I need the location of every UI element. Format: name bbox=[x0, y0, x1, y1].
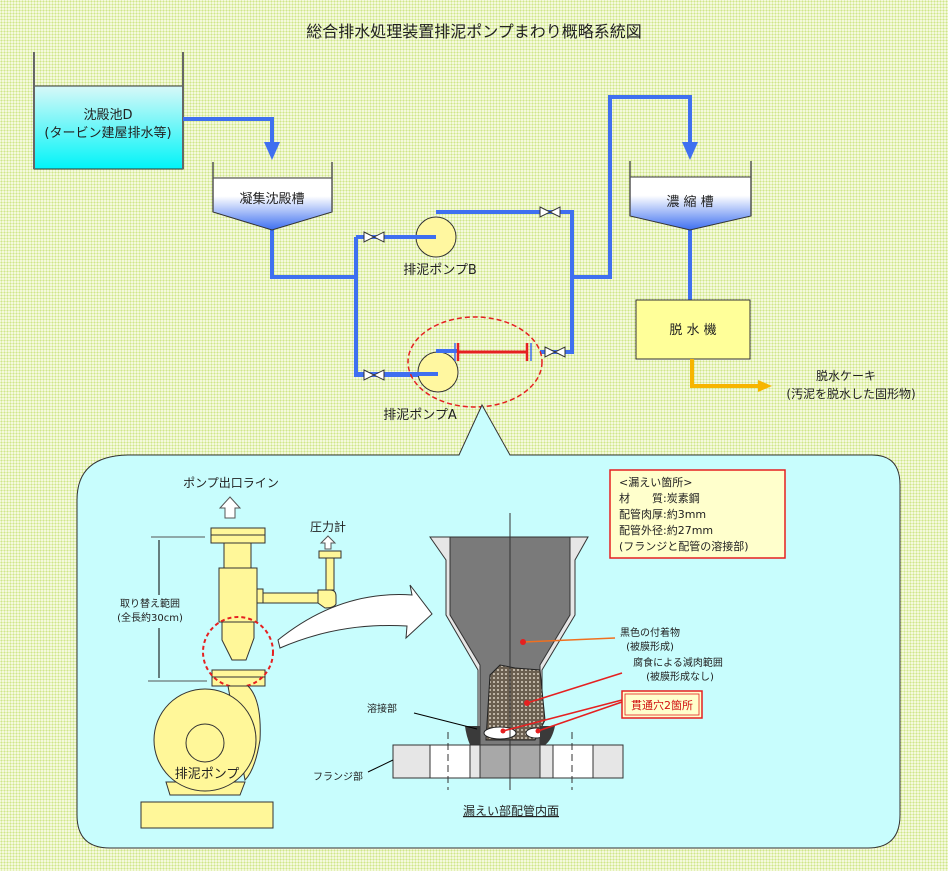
thickening-tank-label: 濃 縮 槽 bbox=[666, 194, 713, 210]
pump-outlet-line-label: ポンプ出口ライン bbox=[183, 476, 279, 490]
pump-body bbox=[140, 685, 274, 829]
leak-note-heading: <漏えい箇所> bbox=[619, 475, 692, 489]
zoom-arrow-icon bbox=[277, 584, 433, 649]
leak-highlight-circle bbox=[407, 316, 543, 408]
pump-body-label: 排泥ポンプ bbox=[175, 767, 240, 782]
weld-label: 溶接部 bbox=[367, 702, 397, 715]
coagulation-tank-label: 凝集沈殿槽 bbox=[239, 191, 304, 207]
dewatering-label: 脱 水 機 bbox=[669, 323, 716, 338]
flange-label: フランジ部 bbox=[313, 770, 363, 783]
cake-line bbox=[690, 359, 760, 388]
valve-icon bbox=[363, 369, 385, 381]
dewatering-machine: 脱 水 機 bbox=[635, 299, 751, 360]
marker-dot bbox=[500, 728, 506, 734]
through-holes-label: 貫通穴2箇所 bbox=[631, 698, 693, 712]
leak-note-thickness: 配管肉厚:約3mm bbox=[619, 507, 706, 521]
flow-arrow-icon bbox=[264, 142, 280, 160]
replace-range-dimension bbox=[148, 536, 207, 682]
pressure-gauge-label: 圧力計 bbox=[310, 519, 346, 534]
pump-b: 排泥ポンプB bbox=[356, 216, 477, 278]
pump-a: 排泥ポンプA bbox=[356, 343, 532, 423]
leak-note-location: (フランジと配管の溶接部) bbox=[619, 539, 749, 553]
weld-leader bbox=[413, 712, 478, 730]
valve-icon bbox=[544, 346, 566, 358]
pond-label: 沈殿池D bbox=[83, 108, 132, 123]
marker-dot bbox=[535, 728, 541, 734]
sedimentation-pond-d: 沈殿池D (タービン建屋排水等) bbox=[33, 52, 184, 170]
marker-dot bbox=[520, 639, 526, 645]
black-deposit-sublabel: (被膜形成) bbox=[626, 640, 674, 653]
thickening-tank: 濃 縮 槽 bbox=[629, 161, 752, 231]
section-caption: 漏えい部配管内面 bbox=[463, 803, 559, 818]
pond-sublabel: (タービン建屋排水等) bbox=[44, 125, 171, 141]
corrosion-sublabel: (被膜形成なし) bbox=[646, 670, 714, 683]
replace-range-sublabel: (全長約30cm) bbox=[117, 611, 183, 624]
leak-note-box: <漏えい箇所> 材 質:炭素鋼 配管肉厚:約3mm 配管外径:約27mm (フラ… bbox=[609, 469, 786, 559]
flange-leader bbox=[367, 759, 394, 773]
weld-highlight-circle bbox=[202, 616, 274, 688]
replace-range-label: 取り替え範囲 bbox=[120, 597, 180, 610]
leak-note-material: 材 質:炭素鋼 bbox=[619, 491, 700, 505]
leak-note-diameter: 配管外径:約27mm bbox=[619, 523, 713, 537]
valve-icon bbox=[363, 231, 385, 243]
pump-a-label: 排泥ポンプA bbox=[383, 408, 457, 423]
annotation-leaders bbox=[502, 637, 623, 732]
valves bbox=[363, 206, 566, 381]
pump-b-label: 排泥ポンプB bbox=[403, 263, 477, 278]
cake-arrow-icon bbox=[758, 380, 772, 392]
pump-assembly bbox=[210, 527, 342, 687]
diagram-title: 総合排水処理装置排泥ポンプまわり概略系統図 bbox=[306, 22, 642, 41]
coagulation-tank: 凝集沈殿槽 bbox=[212, 162, 333, 231]
flow-arrow-icon bbox=[682, 142, 698, 160]
cake-label: 脱水ケーキ bbox=[816, 368, 876, 383]
black-deposit-label: 黒色の付着物 bbox=[620, 626, 680, 639]
valve-icon bbox=[539, 206, 561, 218]
through-holes-box: 貫通穴2箇所 bbox=[621, 690, 703, 719]
corrosion-label: 腐食による減肉範囲 bbox=[633, 656, 723, 669]
cake-sublabel: (汚泥を脱水した固形物) bbox=[786, 386, 915, 401]
marker-dot bbox=[524, 700, 530, 706]
pipe-cross-section bbox=[392, 513, 624, 790]
up-arrow-icon bbox=[319, 535, 337, 550]
up-arrow-icon bbox=[218, 496, 242, 519]
